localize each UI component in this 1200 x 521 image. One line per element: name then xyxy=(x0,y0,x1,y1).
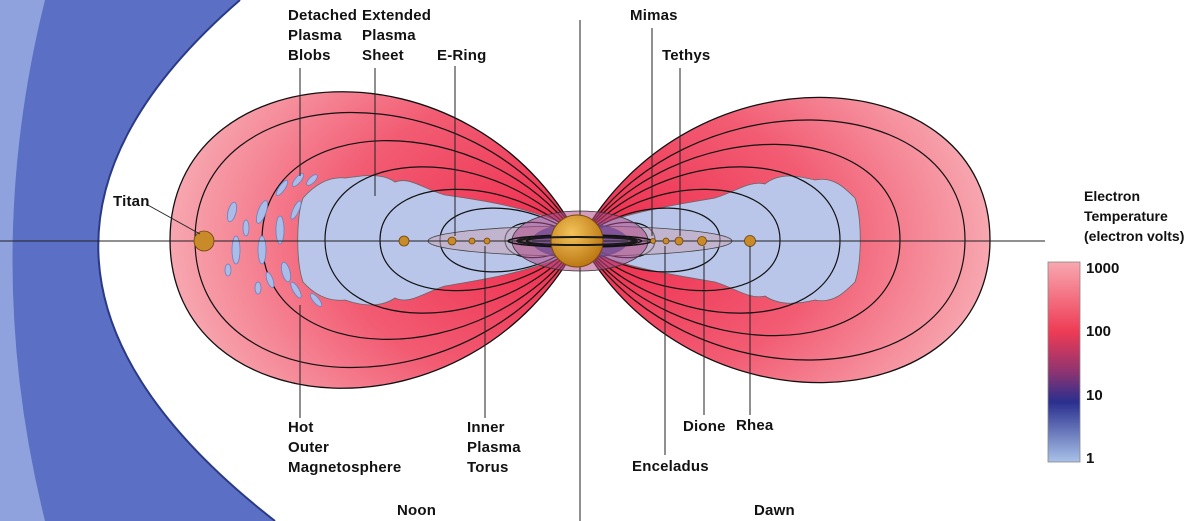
plasma-blobs xyxy=(224,173,323,307)
tethys-label: Tethys xyxy=(662,47,711,64)
mimas-label: Mimas xyxy=(630,7,678,24)
e-ring-label: E-Ring xyxy=(437,47,487,64)
saturn-planet xyxy=(550,214,604,268)
dione-label: Dione xyxy=(683,418,726,435)
magnetopause-edge xyxy=(97,0,276,521)
magnetopause-band xyxy=(12,0,275,521)
legend-color-bar xyxy=(1047,261,1081,463)
legend-tick-1: 1 xyxy=(1086,450,1095,467)
dione-moon xyxy=(697,236,707,246)
titan-label: Titan xyxy=(113,193,150,210)
leader-lines xyxy=(145,28,751,455)
rhea-label: Rhea xyxy=(736,417,774,434)
titan-moon xyxy=(193,230,215,252)
moons xyxy=(193,230,756,252)
enceladus-label: Enceladus xyxy=(632,458,709,475)
rhea-moon xyxy=(744,235,756,247)
mimas-moon xyxy=(650,238,656,244)
tethys-moon xyxy=(674,236,684,246)
noon-label: Noon xyxy=(397,502,437,519)
legend-tick-100: 100 xyxy=(1086,323,1112,340)
enceladus-moon xyxy=(662,237,670,245)
legend-tick-10: 10 xyxy=(1086,387,1103,404)
dawn-label: Dawn xyxy=(754,502,795,519)
legend-tick-1000: 1000 xyxy=(1086,260,1120,277)
